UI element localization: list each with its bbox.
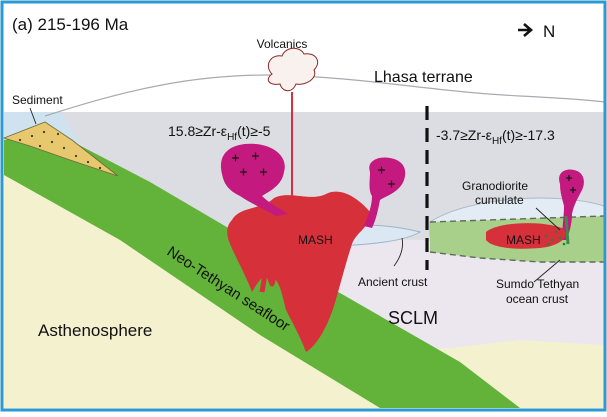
sumdo-upper-boundary (429, 215, 605, 223)
pluton-middle (364, 157, 406, 228)
sediment-leader (29, 107, 37, 125)
pluton-left (220, 143, 288, 216)
north-label: N (543, 22, 555, 41)
equation-left: 15.8≥Zr-εHf(t)≥-5 (168, 123, 271, 143)
pluton-plus-marks (232, 152, 576, 193)
sumdo-leader (533, 259, 561, 283)
cumulate-feeder (564, 215, 570, 245)
lhasa-terrane-label: Lhasa terrane (374, 69, 473, 86)
north-arrow-icon (518, 23, 533, 37)
granodiorite-leader (535, 207, 561, 231)
ancient-crust-leader (393, 237, 403, 267)
mash-roots (259, 255, 309, 301)
sclm-label: SCLM (388, 308, 438, 328)
ancient-crust-label: Ancient crust (358, 275, 428, 289)
equation-right: -3.7≥Zr-εHf(t)≥-17.3 (436, 127, 555, 147)
sediment-dots (18, 130, 102, 170)
sumdo-lower-boundary (429, 251, 604, 263)
leader-lines (29, 107, 561, 283)
volcanics-label: Volcanics (257, 37, 308, 51)
mash-main-label: MASH (298, 233, 333, 247)
volcanic-plume-icon (267, 47, 319, 92)
sediment-label: Sediment (12, 93, 63, 107)
topography-line (44, 74, 605, 117)
panel-title: (a) 215-196 Ma (12, 15, 129, 34)
mash-right-label: MASH (506, 233, 541, 247)
cumulate-dots (544, 230, 566, 246)
mash-right-body (486, 223, 566, 249)
asthenosphere-label: Asthenosphere (38, 321, 152, 340)
